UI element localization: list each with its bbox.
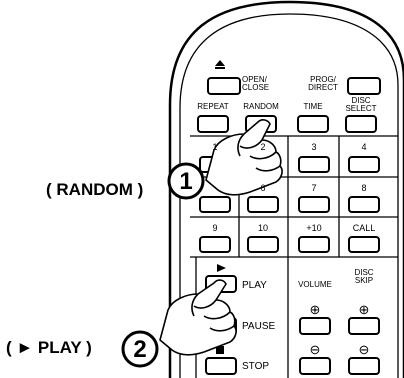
remote-inner-outline [179,13,399,378]
play-icon [217,264,226,272]
key-10-label: 10 [257,223,268,233]
key-1-label: 1 [212,142,218,152]
key-3-label: 3 [311,142,317,152]
eject-icon [215,60,225,66]
stop-label: STOP [242,361,270,372]
hand-2-illustration [159,279,237,356]
stop-icon [216,346,224,354]
time-label: TIME [303,102,323,111]
step1-caption: ( RANDOM ) [46,180,144,199]
disc-skip-minus-icon: ⊖ [358,342,370,357]
hand-1-illustration [205,119,283,196]
repeat-label: REPEAT [197,102,229,111]
open-close-label: OPEN/CLOSE [242,75,270,92]
play-label: PLAY [242,280,267,291]
repeat-key [197,115,229,133]
step2-circle [121,330,159,368]
step2-caption: ( ► PLAY ) [6,338,92,357]
eject-icon-bar [215,67,225,69]
volume-up-key [299,317,331,335]
disc-skip-up-key [348,317,380,335]
pause-label: PAUSE [242,321,276,332]
step2-number: 2 [133,336,147,363]
volume-plus-icon: ⊕ [309,302,321,317]
key-9-label: 9 [212,223,218,233]
step1-circle [167,162,205,200]
volume-minus-icon: ⊖ [309,342,321,357]
random-label: RANDOM [243,102,279,111]
key-6-label: 6 [260,183,266,193]
disc-skip-plus-icon: ⊕ [358,302,370,317]
key-2-label: 2 [260,142,266,152]
volume-label: VOLUME [298,280,332,289]
disc-select-key [345,115,377,133]
volume-down-key [299,357,331,375]
time-key [297,115,329,133]
stop-key [205,357,237,375]
prog-direct-key [347,77,381,95]
key-plus10-label: +10 [306,223,322,233]
step1-number: 1 [179,168,193,195]
disc-skip-down-key [348,357,380,375]
open-close-key [207,77,241,95]
key-7-label: 7 [311,183,317,193]
key-call-label: CALL [352,223,376,233]
key-4-label: 4 [361,142,367,152]
prog-direct-label: PROG/DIRECT [308,75,338,92]
key-8-label: 8 [361,183,367,193]
